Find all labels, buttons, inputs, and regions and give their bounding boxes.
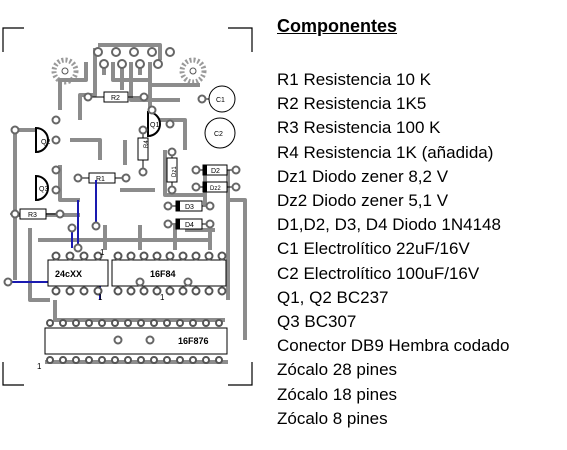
label-d2: D2 bbox=[211, 168, 220, 175]
ic-socket-16f84: 16F84 1 1 bbox=[100, 248, 227, 302]
label-r1: R1 bbox=[96, 176, 105, 183]
component-item: R2 Resistencia 1K5 bbox=[277, 94, 427, 114]
label-q2: Q2 bbox=[41, 139, 50, 146]
component-item: Zócalo 8 pines bbox=[277, 408, 388, 428]
zener-dz2: Dz2 bbox=[196, 181, 236, 193]
label-dz2: Dz2 bbox=[210, 186, 221, 192]
capacitor-c2: C2 bbox=[204, 117, 236, 149]
copper-traces bbox=[13, 43, 247, 364]
component-item: Conector DB9 Hembra codado bbox=[277, 336, 510, 356]
component-item: C1 Electrolítico 22uF/16V bbox=[277, 239, 470, 259]
diode-d4: D4 bbox=[168, 218, 210, 230]
label-r3: R3 bbox=[28, 212, 37, 219]
pcb-layout-diagram: R2 C1 C2 Q1 Q2 Q3 R4 Dz1 R1 bbox=[2, 27, 253, 386]
label-q3: Q3 bbox=[39, 186, 48, 193]
pin1-marker-pic18: 1 bbox=[160, 293, 165, 302]
label-c2: C2 bbox=[214, 131, 223, 138]
components-list: Componentes R1 Resistencia 10 K R2 Resis… bbox=[277, 14, 567, 431]
db9-pads bbox=[93, 47, 175, 69]
component-item: Dz2 Diodo zener 5,1 V bbox=[277, 191, 449, 211]
resistor-r4: R4 bbox=[137, 130, 150, 172]
transistor-q2: Q2 bbox=[35, 126, 50, 154]
component-item: Dz1 Diodo zener 8,2 V bbox=[277, 166, 449, 186]
component-item: C2 Electrolítico 100uF/16V bbox=[277, 263, 480, 283]
resistor-r2: R2 bbox=[88, 91, 144, 103]
label-r2: R2 bbox=[111, 95, 120, 102]
label-c1: C1 bbox=[216, 97, 225, 104]
resistor-r1: R1 bbox=[78, 172, 126, 184]
transistor-q1: Q1 bbox=[147, 110, 161, 138]
label-r4: R4 bbox=[144, 140, 150, 148]
label-d4: D4 bbox=[185, 222, 194, 229]
component-item: R1 Resistencia 10 K bbox=[277, 70, 432, 89]
component-item: D1,D2, D3, D4 Diodo 1N4148 bbox=[277, 215, 501, 235]
crop-marks bbox=[2, 27, 253, 386]
label-q1: Q1 bbox=[150, 122, 159, 129]
diode-d2: D2 bbox=[196, 164, 236, 176]
misc-pads bbox=[3, 92, 241, 345]
label-ic-eeprom: 24cXX bbox=[55, 269, 82, 279]
component-item: Zócalo 28 pines bbox=[277, 360, 398, 380]
label-ic-pic28: 16F876 bbox=[178, 336, 209, 346]
component-item: R4 Resistencia 1K (añadida) bbox=[277, 142, 494, 162]
component-item: Q1, Q2 BC237 bbox=[277, 287, 389, 307]
pin1-marker-pic28: 1 bbox=[37, 362, 42, 371]
component-item: Q3 BC307 bbox=[277, 312, 357, 332]
label-dz1: Dz1 bbox=[172, 166, 178, 177]
transistor-q3: Q3 bbox=[35, 174, 49, 202]
diode-d3: D3 bbox=[168, 200, 210, 212]
component-item: Zócalo 18 pines bbox=[277, 384, 398, 404]
label-d3: D3 bbox=[185, 204, 194, 211]
pin1-marker-eeprom: 1 bbox=[98, 293, 103, 302]
zener-dz1: Dz1 bbox=[166, 152, 178, 190]
capacitor-c1: C1 bbox=[202, 85, 236, 113]
ic-socket-16f876: 16F876 1 bbox=[37, 319, 228, 371]
ic-socket-24cxx: 24cXX 1 bbox=[47, 251, 109, 302]
label-ic-pic18: 16F84 bbox=[150, 269, 176, 279]
component-item: R3 Resistencia 100 K bbox=[277, 118, 441, 138]
components-title: Componentes bbox=[277, 16, 398, 36]
pin1-marker-pic18-top: 1 bbox=[100, 248, 105, 257]
